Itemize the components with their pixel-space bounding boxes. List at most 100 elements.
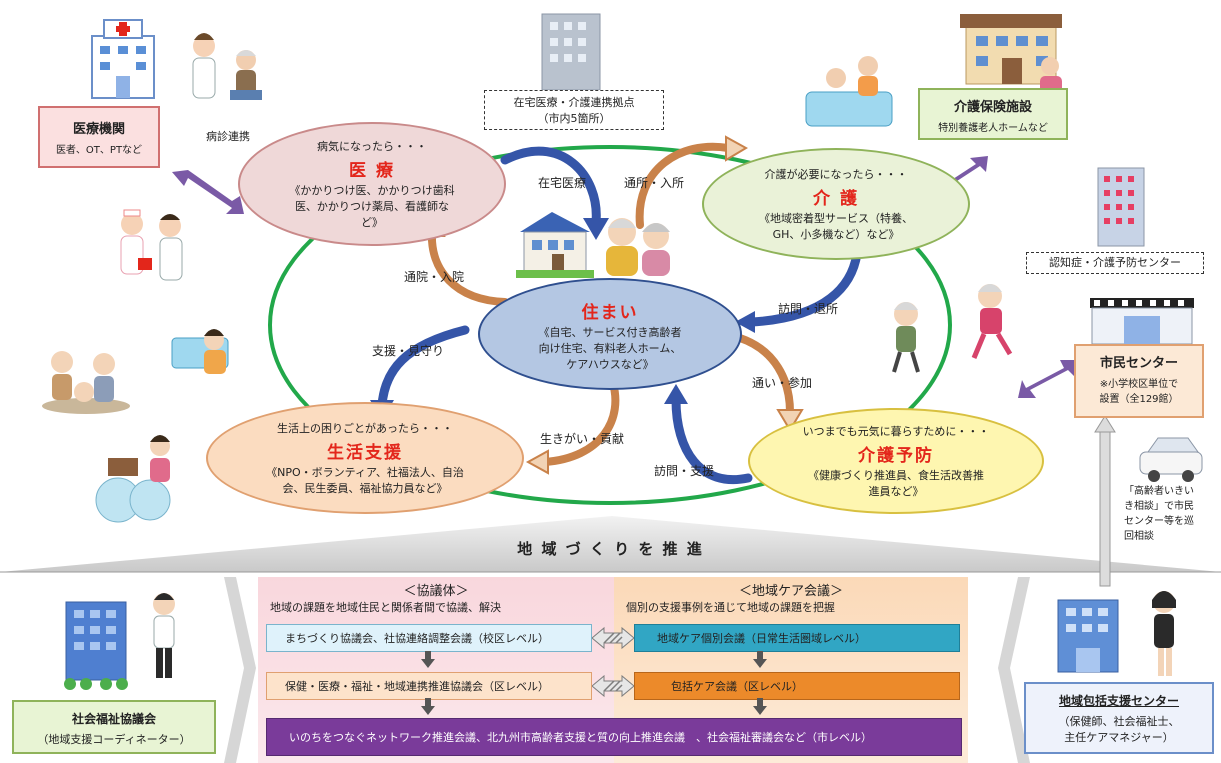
seikatsu-desc-2: 会、民生委員、福祉協力員など》 xyxy=(282,481,448,495)
elderly-group-icon xyxy=(42,351,130,414)
link-label: 病診連携 xyxy=(206,130,250,143)
down-arrow-3 xyxy=(421,698,435,715)
kaigo-desc-2: GH、小多機など）など》 xyxy=(772,227,900,241)
kaigo-desc-1: 《地域密着型サービス（特養、 xyxy=(759,211,913,225)
walking-elderly-icon xyxy=(892,302,920,373)
consult-note-3: センター等を巡 xyxy=(1124,516,1194,527)
bar-hoken: 保健・医療・福祉・地域連携推進協議会（区レベル） xyxy=(266,672,592,700)
hospital-icon xyxy=(91,19,155,99)
bar-houkatsu: 包括ケア会議（区レベル） xyxy=(634,672,960,700)
hospital-box: 医療機関 医者、OT、PTなど xyxy=(38,106,160,168)
shakyo-title: 社会福祉協議会 xyxy=(71,712,156,726)
bar-city: いのちをつなぐネットワーク推進会議、北九州市高齢者支援と質の向上推進会議 、社会… xyxy=(266,718,962,756)
bar-hoken-text: 保健・医療・福祉・地域連携推進協議会（区レベル） xyxy=(285,680,549,693)
consult-note-1: 「高齢者いきい xyxy=(1124,486,1194,497)
seikatsu-desc-1: 《NPO・ボランティア、社福法人、自治 xyxy=(266,465,464,479)
yobo-desc-1: 《健康づくり推進員、食生活改善推 xyxy=(808,468,984,482)
yobo-title: 介護予防 xyxy=(858,445,934,466)
hospital-subtitle: 医者、OT、PTなど xyxy=(55,145,143,156)
label-tsuin-nyuin: 通院・入院 xyxy=(404,270,465,284)
left-chevron xyxy=(224,577,256,763)
kaigo-facility-title: 介護保険施設 xyxy=(953,100,1032,115)
shimin-center-title: 市民センター xyxy=(1099,356,1178,371)
label-kayoi-sanka: 通い・参加 xyxy=(752,376,813,390)
houkatsu-line-2: 主任ケアマネジャー） xyxy=(1064,731,1174,744)
kaigo-lead: 介護が必要になったら・・・ xyxy=(764,167,908,181)
shimin-center-line-1: ※小学校区単位で xyxy=(1099,379,1179,390)
office-building-icon xyxy=(541,13,601,91)
kaigo-ellipse: 介護が必要になったら・・・ 介 護 《地域密着型サービス（特養、 GH、小多機な… xyxy=(702,148,970,260)
down-arrow-2 xyxy=(753,651,767,668)
label-homon-shien: 訪問・支援 xyxy=(654,464,715,478)
yobo-lead: いつまでも元気に暮らすために・・・ xyxy=(802,424,990,438)
down-arrow-1 xyxy=(421,651,435,668)
care-kaigi-heading: ＜地域ケア会議＞ xyxy=(738,584,843,599)
iryo-desc-1: 《かかりつけ医、かかりつけ歯科 xyxy=(289,183,455,197)
shimin-center-icon xyxy=(1090,298,1194,345)
bar-kobetsu: 地域ケア個別会議（日常生活圏域レベル） xyxy=(634,624,960,652)
label-tsusho-nyusho: 通所・入所 xyxy=(624,176,685,190)
car-icon xyxy=(1139,437,1203,482)
apartment-icon xyxy=(1097,167,1145,247)
shimin-center-line-2: 設置（全129館） xyxy=(1099,394,1179,405)
care-facility-icon xyxy=(960,14,1062,98)
staff-woman-icon xyxy=(1152,591,1176,676)
seikatsu-lead: 生活上の困りごとがあったら・・・ xyxy=(277,421,453,435)
bar-houkatsu-text: 包括ケア会議（区レベル） xyxy=(671,680,803,693)
staff-man-icon xyxy=(153,593,175,678)
shakyo-box: 社会福祉協議会 （地域支援コーディネーター） xyxy=(12,700,216,754)
zaitaku-box: 在宅医療・介護連携拠点 （市内5箇所） xyxy=(484,90,664,130)
iryo-desc-3: ど》 xyxy=(361,215,383,229)
houkatsu-line-1: （保健師、社会福祉士、 xyxy=(1058,715,1180,728)
elderly-couple-icon xyxy=(606,218,670,276)
seikatsu-title: 生活支援 xyxy=(327,442,403,463)
label-shien-mimamori: 支援・見守り xyxy=(372,344,445,358)
zaitaku-line-1: 在宅医療・介護連携拠点 xyxy=(513,96,635,109)
garbage-bags-icon xyxy=(95,435,171,523)
label-zaitaku-iryo: 在宅医療 xyxy=(538,176,587,190)
label-homon-taisho: 訪問・退所 xyxy=(778,302,839,316)
iryo-ellipse: 病気になったら・・・ 医 療 《かかりつけ医、かかりつけ歯科 医、かかりつけ薬局… xyxy=(238,122,506,246)
doctor-patient-icon xyxy=(192,33,262,100)
consult-note: 「高齢者いきい き相談」で市民 センター等を巡 回相談 xyxy=(1124,484,1194,544)
shakyo-building-icon xyxy=(64,601,128,690)
kyogitai-heading: ＜協議体＞ xyxy=(403,584,469,599)
iryo-lead: 病気になったら・・・ xyxy=(317,139,427,153)
bar-machizukuri-text: まちづくり協議会、社協連絡調整会議（校区レベル） xyxy=(285,632,549,645)
banner-text: 地 域 づ く り を 推 進 xyxy=(517,540,704,558)
sumai-desc-1: 《自宅、サービス付き高齢者 xyxy=(538,325,682,339)
houkatsu-title: 地域包括支援センター xyxy=(1058,694,1179,708)
kaigo-title: 介 護 xyxy=(813,188,859,209)
right-chevron xyxy=(998,577,1030,763)
bathing-care-icon xyxy=(805,56,893,127)
dementia-center-text: 認知症・介護予防センター xyxy=(1049,256,1181,269)
iryo-title: 医 療 xyxy=(349,160,395,181)
exercise-elderly-icon xyxy=(971,284,1013,359)
yobo-ellipse: いつまでも元気に暮らすために・・・ 介護予防 《健康づくり推進員、食生活改善推 … xyxy=(748,408,1044,514)
down-arrow-4 xyxy=(753,698,767,715)
community-ring xyxy=(268,145,952,505)
shakyo-subtitle: （地域支援コーディネーター） xyxy=(37,733,191,746)
house-icon xyxy=(516,212,594,278)
cleaning-helper-icon xyxy=(171,329,229,374)
banner-shape xyxy=(0,516,1221,572)
bar-city-text: いのちをつなぐネットワーク推進会議、北九州市高齢者支援と質の向上推進会議 、社会… xyxy=(289,731,872,744)
houkatsu-building-icon xyxy=(1057,599,1119,673)
dementia-center-label: 認知症・介護予防センター xyxy=(1026,252,1204,274)
zaitaku-line-2: （市内5箇所） xyxy=(537,112,611,125)
sumai-ellipse: 住まい 《自宅、サービス付き高齢者 向け住宅、有料老人ホーム、 ケアハウスなど》 xyxy=(478,278,742,390)
nurse-doctor-icon xyxy=(120,209,183,281)
kyogitai-sub: 地域の課題を地域住民と関係者間で協議、解決 xyxy=(270,601,501,614)
hospital-title: 医療機関 xyxy=(72,122,125,137)
shimin-center-box: 市民センター ※小学校区単位で 設置（全129館） xyxy=(1074,344,1204,418)
houkatsu-box: 地域包括支援センター （保健師、社会福祉士、 主任ケアマネジャー） xyxy=(1024,682,1214,754)
consult-note-4: 回相談 xyxy=(1124,531,1154,542)
sumai-desc-3: ケアハウスなど》 xyxy=(566,357,654,371)
yobo-desc-2: 進員など》 xyxy=(868,484,924,498)
label-ikigai-kouken: 生きがい・貢献 xyxy=(540,432,625,446)
iryo-desc-2: 医、かかりつけ薬局、看護師な xyxy=(294,199,450,213)
care-kaigi-sub: 個別の支援事例を通じて地域の課題を把握 xyxy=(626,601,835,614)
kaigo-facility-box: 介護保険施設 特別養護老人ホームなど xyxy=(918,88,1068,140)
bar-machizukuri: まちづくり協議会、社協連絡調整会議（校区レベル） xyxy=(266,624,592,652)
sumai-title: 住まい xyxy=(581,302,639,323)
